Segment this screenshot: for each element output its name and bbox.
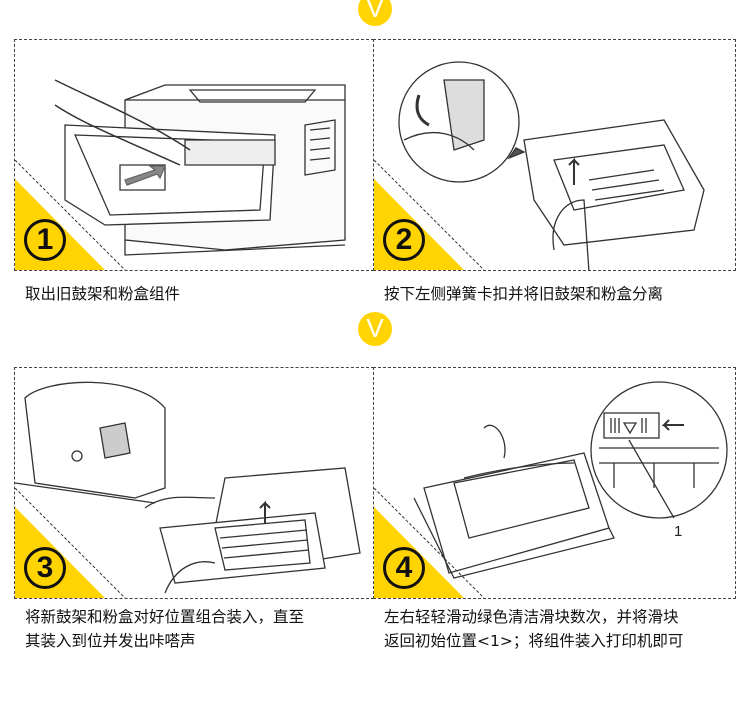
clean-corona-wire-illustration [413,381,728,579]
caption-line: 按下左侧弹簧卡扣并将旧鼓架和粉盒分离 [384,285,664,303]
step-number-circle: 2 [383,219,425,261]
step-4-panel: 1 4 [373,367,736,599]
step-number-circle: 4 [383,547,425,589]
step-number-circle: 3 [24,547,66,589]
step-3-panel: 3 [14,367,374,599]
step-1-caption: 取出旧鼓架和粉盒组件 [25,282,180,306]
separate-drum-toner-illustration [398,61,705,270]
caption-line: 左右轻轻滑动绿色清洁滑块数次，并将滑块 [384,608,679,626]
step-divider-badge: V [358,312,392,346]
caption-line: 其装入到位并发出咔嗒声 [25,632,196,650]
caption-line: 将新鼓架和粉盒对好位置组合装入，直至 [25,608,305,626]
caption-line: 取出旧鼓架和粉盒组件 [25,285,181,303]
step-number-circle: 1 [24,219,66,261]
step-divider-badge: V [358,0,392,26]
step-1-panel: 1 [14,39,374,271]
step-3-caption: 将新鼓架和粉盒对好位置组合装入，直至 其装入到位并发出咔嗒声 [25,605,304,653]
callout-label: 1 [674,523,683,540]
step-4-caption: 左右轻轻滑动绿色清洁滑块数次，并将滑块 返回初始位置<1>；将组件装入打印机即可 [384,605,683,653]
printer-remove-drum-illustration [54,79,346,256]
step-2-caption: 按下左侧弹簧卡扣并将旧鼓架和粉盒分离 [384,282,663,306]
install-new-drum-illustration [15,381,361,594]
step-2-panel: 2 [373,39,736,271]
caption-line: 返回初始位置<1>；将组件装入打印机即可 [384,632,684,650]
